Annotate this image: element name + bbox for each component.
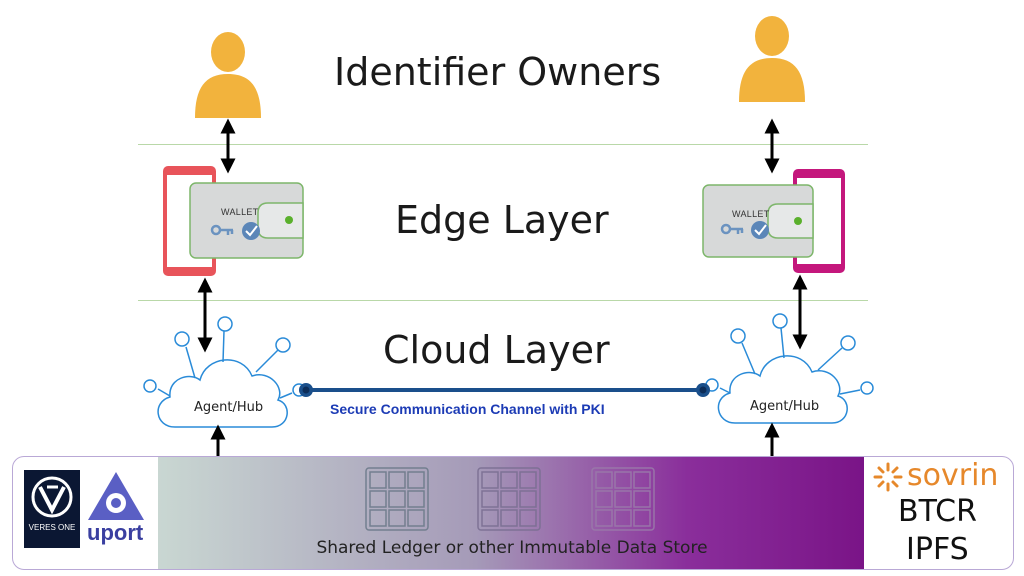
key-icon-left (210, 224, 234, 236)
uport-label: uport (87, 520, 144, 545)
cloud-layer-title: Cloud Layer (383, 328, 610, 372)
ledger-block-icon (591, 467, 655, 531)
veres-one-logo (24, 470, 80, 548)
ledger-label: Shared Ledger or other Immutable Data St… (316, 538, 708, 558)
ipfs-label: IPFS (906, 532, 969, 567)
identifier-owners-title: Identifier Owners (334, 50, 662, 94)
layer-divider-top (138, 144, 868, 145)
secure-channel-line (299, 383, 710, 397)
sovrin-label: sovrin (907, 458, 999, 493)
ledger-block-icon (477, 467, 541, 531)
secure-channel-label: Secure Communication Channel with PKI (330, 401, 605, 417)
sovrin-logo-mark (873, 462, 903, 492)
verified-badge-icon-right (751, 221, 769, 239)
uport-logo (88, 472, 144, 520)
wallet-icon-left (189, 182, 304, 259)
agent-hub-label-right: Agent/Hub (750, 399, 820, 414)
person-icon-left (195, 32, 261, 118)
key-icon-right (720, 223, 744, 235)
agent-hub-label-left: Agent/Hub (194, 400, 264, 415)
layer-divider-bottom (138, 300, 868, 301)
wallet-icon-right (702, 184, 814, 258)
veres-one-label: VERES ONE (28, 523, 76, 532)
wallet-label-left: WALLET (221, 207, 259, 217)
verified-badge-icon-left (242, 222, 260, 240)
cloud-icon-right (705, 313, 874, 424)
btcr-label: BTCR (898, 494, 977, 529)
edge-layer-title: Edge Layer (395, 198, 609, 242)
ledger-frame (12, 456, 1014, 570)
person-icon-right (739, 16, 805, 102)
ledger-band (158, 457, 864, 569)
wallet-label-right: WALLET (732, 209, 770, 219)
cloud-icon-left (143, 316, 306, 428)
ledger-block-icon (365, 467, 429, 531)
